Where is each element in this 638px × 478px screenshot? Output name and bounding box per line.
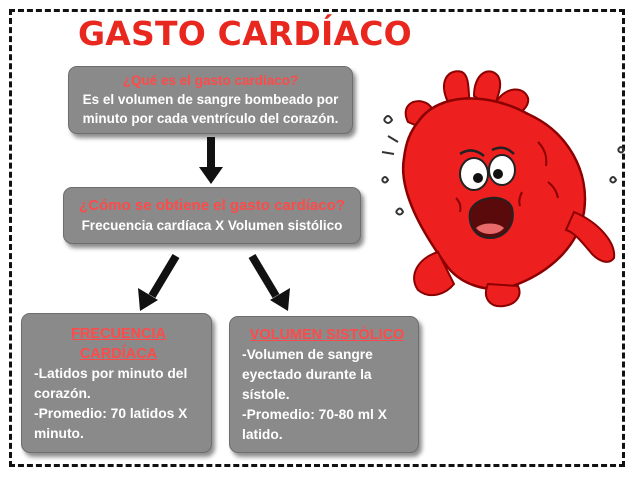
frecuencia-heading: FRECUENCIA [70, 326, 167, 342]
arrow-down-left-icon [138, 253, 180, 311]
volumen-line: -Volumen de sangre [242, 347, 373, 362]
frecuencia-line: -Promedio: 70 latidos X [34, 406, 188, 421]
formula-question: ¿Cómo se obtiene el gasto cardíaco? [79, 197, 345, 214]
frecuencia-line: minuto. [34, 426, 84, 441]
page-title: GASTO CARDÍACO [78, 14, 412, 53]
volumen-heading: VOLUMEN SISTÓLICO [249, 327, 405, 343]
arrow-down-icon [199, 137, 223, 184]
volumen-line: -Promedio: 70-80 ml X [242, 407, 387, 422]
tired-heart-cartoon-icon [381, 70, 626, 308]
definition-question: ¿Qué es el gasto cardíaco? [122, 73, 299, 88]
formula-box: ¿Cómo se obtiene el gasto cardíaco? Frec… [63, 187, 361, 244]
volumen-line: latido. [242, 427, 283, 442]
volumen-box: VOLUMEN SISTÓLICO -Volumen de sangre eye… [229, 316, 419, 453]
dashed-border-frame [9, 9, 625, 467]
definition-answer-line: minuto por cada ventrículo del corazón. [82, 111, 339, 126]
volumen-line: eyectado durante la [242, 367, 372, 382]
frecuencia-line: corazón. [34, 386, 91, 401]
frecuencia-box: FRECUENCIA CARDÍACA -Latidos por minuto … [21, 313, 212, 453]
arrow-down-right-icon [248, 253, 290, 311]
volumen-line: sístole. [242, 387, 290, 402]
definition-answer-line: Es el volumen de sangre bombeado por [82, 92, 339, 107]
formula-answer: Frecuencia cardíaca X Volumen sistólico [81, 218, 343, 233]
definition-box: ¿Qué es el gasto cardíaco? Es el volumen… [68, 66, 353, 134]
frecuencia-line: -Latidos por minuto del [34, 366, 188, 381]
frecuencia-heading: CARDÍACA [79, 346, 158, 362]
